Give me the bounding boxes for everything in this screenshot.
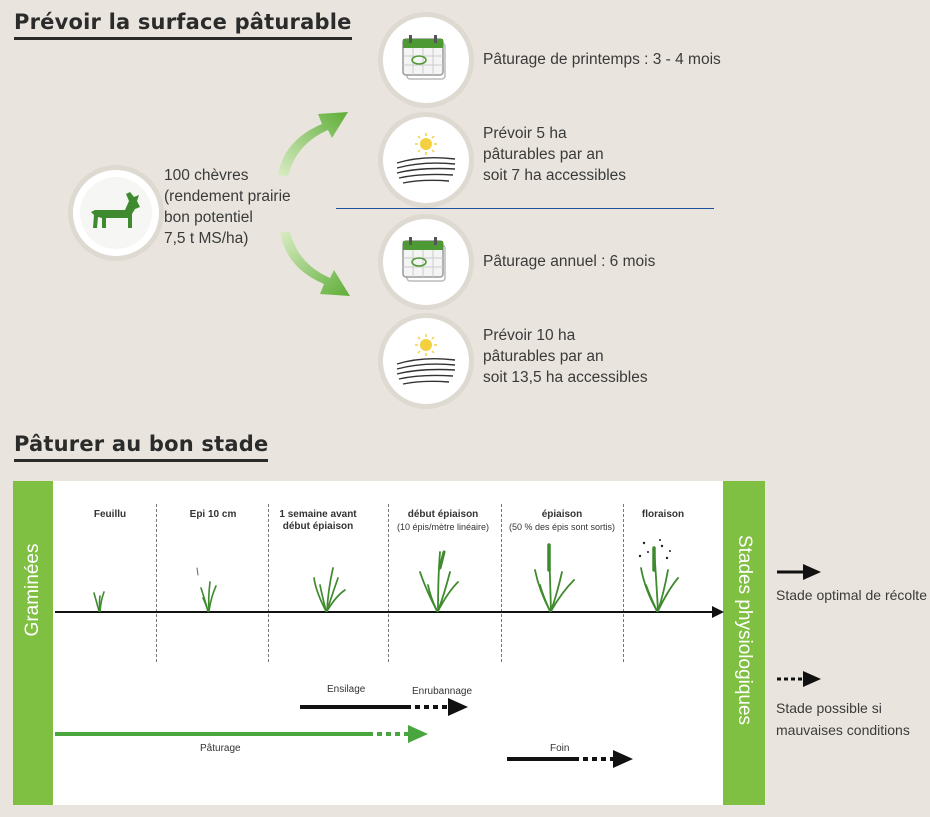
arrow-up-icon — [278, 112, 348, 176]
item-spring-grazing: Pâturage de printemps : 3 - 4 mois — [483, 51, 721, 68]
foin-label: Foin — [550, 743, 570, 754]
field-sun-icon — [383, 117, 469, 203]
section-title-surface: Prévoir la surface pâturable — [14, 10, 352, 40]
field-sun-icon — [383, 318, 469, 404]
stage-panel — [13, 481, 765, 805]
plant-debut-epiaison-icon — [419, 550, 459, 612]
stage-separator — [268, 504, 269, 662]
stage-separator — [156, 504, 157, 662]
item-annual-area: Prévoir 10 ha pâturables par an soit 13,… — [483, 327, 648, 386]
plant-feuillu-icon — [93, 591, 105, 612]
stage-floraison: floraison — [641, 509, 685, 520]
timeline-axis — [55, 606, 724, 618]
legend-possible-label: Stade possible si mauvaises conditions — [776, 700, 910, 738]
stage-debut-epiaison: début épiaison — [407, 509, 479, 520]
foin-arrow — [507, 750, 633, 768]
arrow-down-icon — [280, 232, 350, 296]
stage-epi-10cm: Epi 10 cm — [189, 509, 237, 520]
legend-optimal-arrow — [777, 564, 821, 580]
left-band — [13, 481, 53, 805]
divider-line — [336, 208, 714, 209]
goat-description: 100 chèvres (rendement prairie bon poten… — [164, 167, 291, 247]
legend-optimal-label: Stade optimal de récolte — [776, 587, 927, 603]
paturage-label: Pâturage — [200, 743, 241, 754]
section-title-stade: Pâturer au bon stade — [14, 432, 269, 462]
plant-floraison-icon — [638, 539, 679, 612]
legend-possible-arrow — [777, 671, 821, 687]
plant-epi-icon — [196, 567, 217, 612]
stage-semaine-avant: 1 semaine avant début épiaison — [279, 509, 357, 532]
calendar-icon — [383, 17, 469, 103]
goat-icon — [73, 170, 159, 256]
stage-separator — [623, 504, 624, 662]
right-band — [723, 481, 765, 805]
plant-epiaison-icon — [534, 543, 575, 612]
paturage-arrow — [55, 725, 428, 743]
ensilage-label: Ensilage — [327, 684, 366, 695]
item-spring-area: Prévoir 5 ha pâturables par an soit 7 ha… — [483, 125, 627, 184]
stage-epiaison-note: (50 % des épis sont sortis) — [508, 522, 616, 532]
plant-semaine-icon — [313, 567, 346, 612]
stage-feuillu: Feuillu — [93, 509, 127, 520]
stage-debut-epiaison-note: (10 épis/mètre linéaire) — [396, 522, 490, 532]
stage-separator — [501, 504, 502, 662]
ensilage-arrow — [300, 698, 468, 716]
item-annual-grazing: Pâturage annuel : 6 mois — [483, 253, 656, 270]
calendar-icon — [383, 219, 469, 305]
stage-epiaison: épiaison — [541, 509, 583, 520]
stage-separator — [388, 504, 389, 662]
enrubannage-label: Enrubannage — [412, 686, 473, 697]
